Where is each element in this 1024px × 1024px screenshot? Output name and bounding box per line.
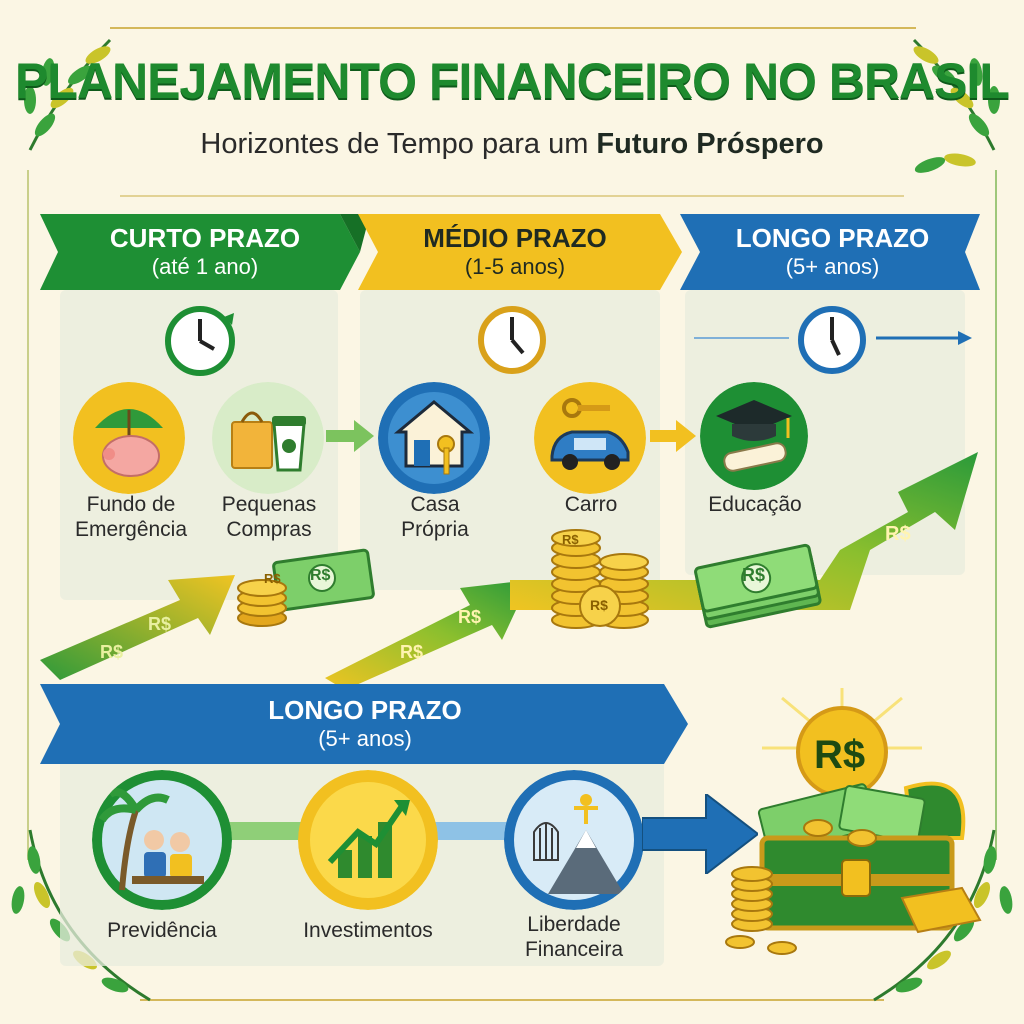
- growth-arrows-icon: R$ R$ R$ R$ R$: [40, 452, 978, 690]
- own-home-line1: Casa: [410, 493, 460, 516]
- medium-term-range: (1-5 anos): [464, 254, 566, 280]
- subtitle-bold: Futuro Próspero: [596, 128, 824, 160]
- term-banners: [40, 214, 980, 290]
- emergency-fund-line2: Emergência: [74, 518, 188, 542]
- long-term-banner: LONGO PRAZO (5+ anos): [690, 214, 975, 290]
- svg-text:R$: R$: [100, 642, 123, 662]
- long-term-range: (5+ anos): [785, 254, 880, 280]
- bill-stack-long-term-icon: [694, 543, 822, 629]
- investimentos-label: Investimentos: [303, 919, 433, 942]
- goal-emergency-fund-label: Fundo de Emergência: [56, 492, 206, 542]
- svg-text:R$: R$: [885, 523, 911, 545]
- clock-medium-term-icon: [478, 306, 546, 374]
- bill-stack-currency-label: R$: [742, 565, 766, 585]
- arrow-right-yellow-icon: [650, 420, 696, 452]
- long-term-bottom-range: (5+ anos): [318, 726, 412, 752]
- goal-own-home-label: Casa Própria: [360, 492, 510, 542]
- big-arrow-right-blue-icon: [642, 794, 758, 874]
- goal-small-purchases-label: Pequenas Compras: [194, 492, 344, 542]
- small-purchases-line2: Compras: [226, 518, 312, 542]
- svg-text:R$: R$: [400, 642, 423, 662]
- page-title: PLANEJAMENTO FINANCEIRO NO BRASIL: [15, 53, 1010, 109]
- laurel-bottom-right-icon: [873, 829, 1013, 1002]
- coin-stacks-medium-term-icon: [551, 529, 649, 629]
- clock-short-term-icon: [165, 306, 235, 376]
- birdcage-mountain-person-icon: [504, 770, 644, 910]
- svg-text:R$: R$: [148, 614, 171, 634]
- liberdade-line1: Liberdade: [527, 913, 621, 936]
- bill-currency-label: R$: [310, 567, 331, 584]
- treasure-chest-icon: [725, 688, 982, 955]
- shopping-bag-coffee-icon: [212, 382, 324, 494]
- goal-car-label: Carro: [564, 493, 618, 516]
- long-term-bottom-banner-shape: [40, 684, 688, 764]
- bottom-connector-bars: [225, 822, 515, 840]
- svg-text:R$: R$: [458, 607, 481, 627]
- laurel-top-right-icon: [912, 38, 1000, 173]
- coin-currency-label: R$: [264, 571, 281, 586]
- long-term-title: LONGO PRAZO: [735, 223, 930, 254]
- subtitle-prefix: Horizontes de Tempo para um: [200, 128, 589, 160]
- piggy-bank-umbrella-icon: [73, 382, 185, 494]
- short-term-title: CURTO PRAZO: [109, 223, 301, 254]
- coins-bills-short-term-icon: [237, 548, 375, 627]
- coin-front-currency-label: R$: [590, 597, 608, 613]
- medium-term-title: MÉDIO PRAZO: [423, 223, 607, 254]
- clock-long-term-icon: [798, 306, 866, 374]
- retired-couple-palm-icon: [92, 770, 232, 910]
- emergency-fund-line1: Fundo de: [86, 493, 176, 516]
- car-key-icon: [534, 382, 646, 494]
- small-purchases-line1: Pequenas: [221, 493, 317, 516]
- liberdade-financeira-label: Liberdade Financeira: [494, 912, 654, 962]
- short-term-range: (até 1 ano): [151, 254, 259, 280]
- medium-term-banner: MÉDIO PRAZO (1-5 anos): [370, 214, 660, 290]
- house-key-icon: [378, 382, 490, 494]
- long-term-bottom-banner: LONGO PRAZO (5+ anos): [50, 686, 680, 762]
- laurel-top-left-icon: [24, 38, 112, 151]
- long-term-bottom-title: LONGO PRAZO: [268, 695, 462, 726]
- own-home-line2: Própria: [401, 518, 469, 542]
- coin-stack-currency-label: R$: [562, 532, 579, 547]
- arrow-right-green-icon: [326, 420, 374, 452]
- goal-education-label: Educação: [708, 493, 802, 516]
- graduation-cap-diploma-icon: [700, 382, 808, 490]
- big-coin-currency-label: R$: [814, 733, 866, 777]
- short-term-banner: CURTO PRAZO (até 1 ano): [60, 214, 350, 290]
- liberdade-line2: Financeira: [524, 938, 624, 962]
- previdencia-label: Previdência: [107, 919, 217, 942]
- long-term-timeline-arrow-icon: [694, 331, 972, 345]
- page-subtitle: Horizontes de Tempo para um Futuro Prósp…: [0, 128, 1024, 161]
- rising-chart-icon: [298, 770, 438, 910]
